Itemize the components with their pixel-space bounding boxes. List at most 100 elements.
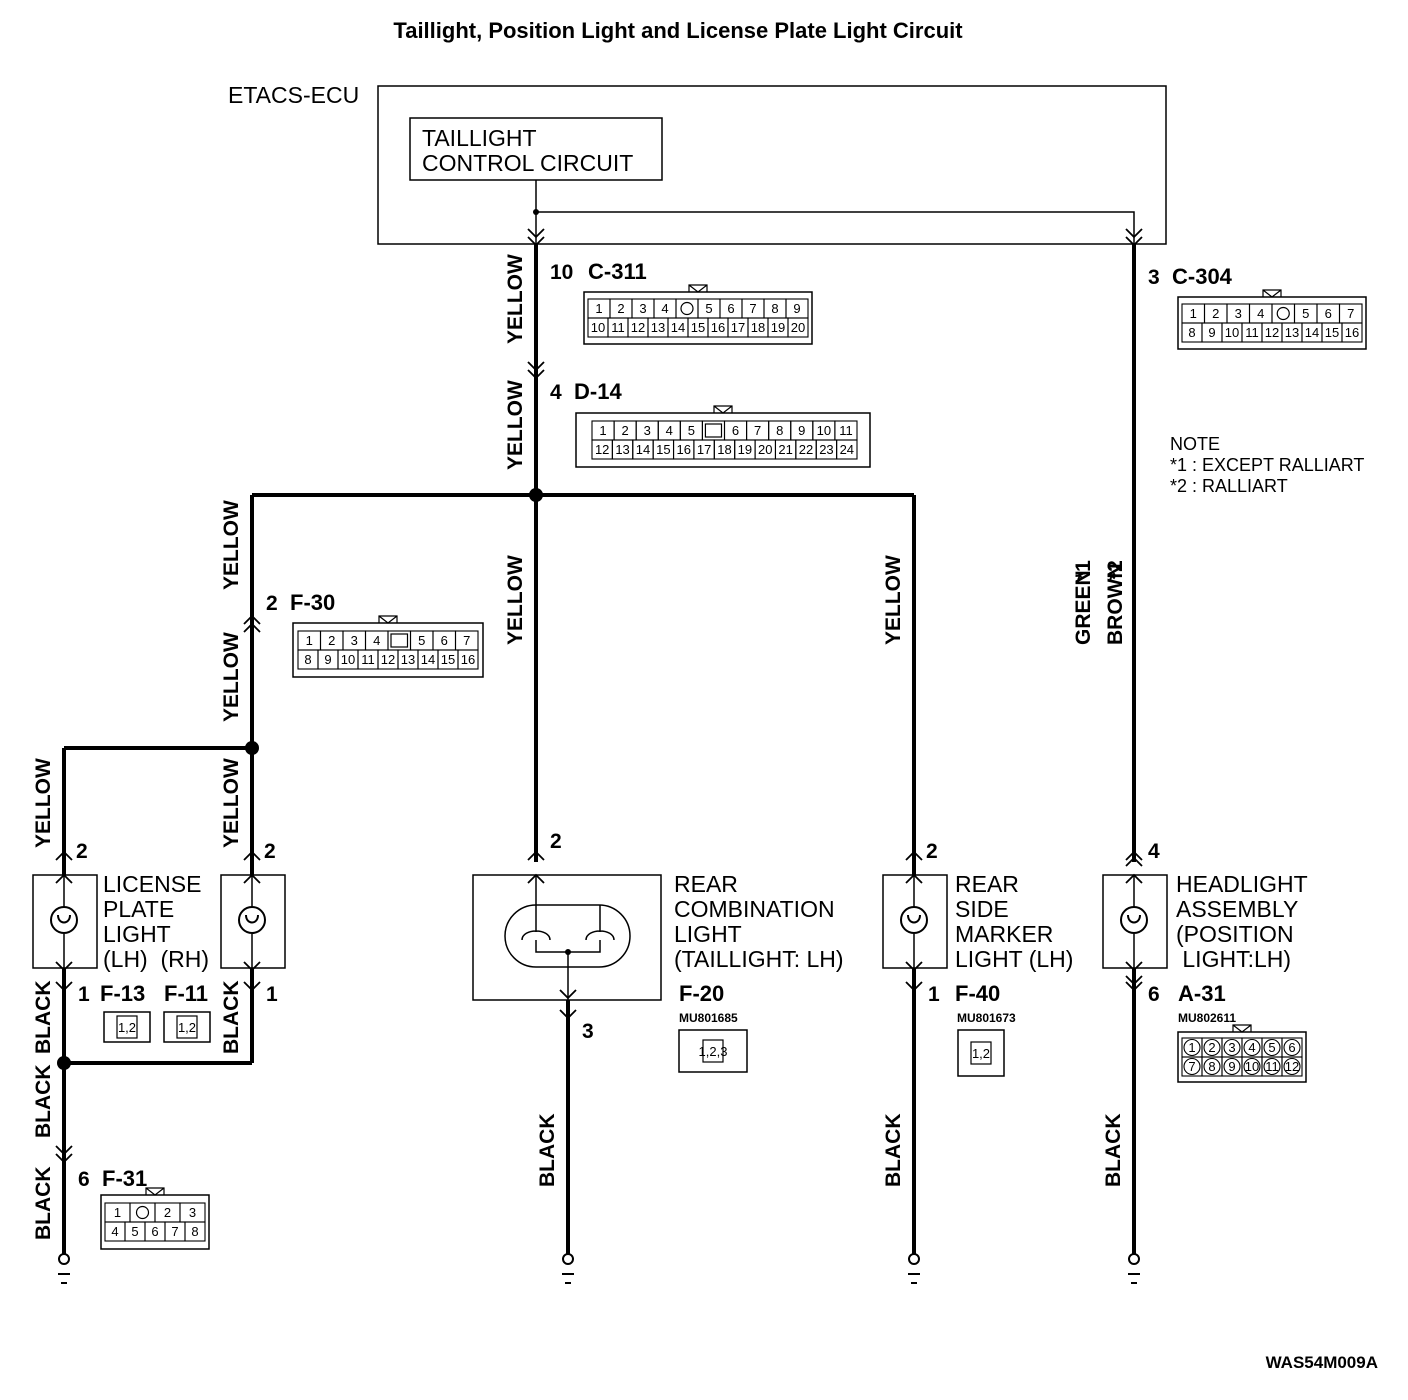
connector-pin-number: 14	[421, 652, 435, 667]
connector-pin-number: 4	[111, 1224, 118, 1239]
connector-pin-number: 5	[688, 423, 695, 438]
license-label-1: LICENSE	[103, 871, 201, 897]
connector-cell	[970, 1041, 992, 1065]
ground-symbol	[1127, 1253, 1141, 1284]
connector-pin-number: 1	[114, 1205, 121, 1220]
connector-pin-number: 1	[599, 423, 606, 438]
etacs-ecu-box	[377, 85, 1167, 245]
connector-pin-number: 5	[131, 1224, 138, 1239]
connector-pin-number: 23	[819, 442, 833, 457]
rear-combo-label-1: REAR	[674, 871, 738, 897]
license-label-3: LIGHT	[103, 921, 171, 947]
connector-pin-number: 4	[373, 633, 380, 648]
rear-combo-pin-in: 2	[550, 830, 562, 853]
connector-pin-number: 7	[749, 301, 756, 316]
connector-pin-number: 12	[631, 320, 645, 335]
connector-cell	[675, 298, 699, 319]
ground-symbol	[57, 1253, 71, 1284]
connector-pin-number: 15	[656, 442, 670, 457]
wire-label-yellow: YELLOW	[504, 254, 527, 344]
connector-lock-tab	[145, 1187, 165, 1196]
connector-pin-number: 11	[1265, 1059, 1279, 1074]
license-label-2: PLATE	[103, 896, 174, 922]
connector-pin-number: 3	[1228, 1040, 1235, 1055]
connector-pin-number: 1	[1188, 1040, 1195, 1055]
connector-key-slot	[704, 423, 723, 438]
headlight-label-4: LIGHT:LH)	[1176, 946, 1291, 972]
connector-pin-number: 3	[644, 423, 651, 438]
connector-pin-number: 10	[341, 652, 355, 667]
connector-cell	[1341, 322, 1363, 343]
connector-round-pin	[1203, 1057, 1221, 1076]
connector-f13-face: 1,2	[103, 1011, 151, 1043]
wire-label-yellow: YELLOW	[882, 555, 905, 645]
connector-pin-number: 4	[661, 301, 668, 316]
connector-round-pin	[1283, 1057, 1301, 1076]
note-line-2: *2 : RALLIART	[1170, 476, 1288, 496]
connector-pin-number: 10	[591, 320, 605, 335]
connector-pin-number: 12	[1265, 325, 1279, 340]
connector-pin-number: 6	[1325, 306, 1332, 321]
wire-label-mark1: *1	[1072, 560, 1095, 580]
connector-pin-number: 19	[771, 320, 785, 335]
connector-lock-tab	[713, 405, 733, 414]
wire-label-brown: BROWN	[1104, 563, 1127, 645]
connector-pin-number: 12	[595, 442, 609, 457]
connector-pin-number: 5	[1268, 1040, 1275, 1055]
f40-id: F-40	[955, 981, 1000, 1006]
connector-pin-number: 1,2	[972, 1046, 990, 1061]
wire-label-yellow: YELLOW	[220, 632, 243, 722]
connector-cell	[184, 1221, 206, 1242]
license-label-4: (LH) (RH)	[103, 946, 209, 972]
etacs-ecu-label: ETACS-ECU	[228, 82, 359, 108]
connector-pin-number: 22	[799, 442, 813, 457]
connector-round-pin	[1283, 1038, 1301, 1057]
connector-pin-number: 7	[463, 633, 470, 648]
connector-pin-number: 5	[1302, 306, 1309, 321]
c304-id: C-304	[1172, 264, 1233, 289]
connector-pin-number: 12	[381, 652, 395, 667]
connector-pin-number: 8	[771, 301, 778, 316]
connector-f40-face: 1,2	[957, 1029, 1005, 1077]
wire-label-yellow: YELLOW	[220, 758, 243, 848]
connector-round-pin	[1183, 1038, 1201, 1057]
diagram-title: Taillight, Position Light and License Pl…	[393, 18, 963, 43]
connector-cell	[457, 649, 479, 670]
connector-pin-number: 2	[617, 301, 624, 316]
connector-pin-number: 4	[1248, 1040, 1255, 1055]
connector-pin-number: 8	[1208, 1059, 1215, 1074]
connector-pin-number: 1	[1190, 306, 1197, 321]
harness-wires	[62, 244, 1136, 1254]
d14-pin: 4	[550, 381, 562, 404]
f20-id: F-20	[679, 981, 724, 1006]
connector-round-pin	[1243, 1038, 1261, 1057]
connector-cell	[836, 439, 858, 460]
connector-arrows	[55, 228, 1143, 1164]
license-plate-light-rh	[220, 874, 286, 969]
ground-symbol	[561, 1253, 575, 1284]
side-marker-pin-in: 2	[926, 840, 938, 863]
c304-pin: 3	[1148, 266, 1160, 289]
connector-pin-number: 9	[798, 423, 805, 438]
connector-pin-number: 11	[611, 320, 625, 335]
rear-combo-label-4: (TAILLIGHT: LH)	[674, 946, 844, 972]
connector-round-pin	[1203, 1038, 1221, 1057]
connector-cell	[702, 1039, 724, 1063]
connector-pin-number: 8	[776, 423, 783, 438]
connector-pin-number: 1,2	[118, 1020, 136, 1035]
connector-pin-number: 2	[1212, 306, 1219, 321]
headlight-label-2: ASSEMBLY	[1176, 896, 1298, 922]
control-circuit-line1: TAILLIGHT	[422, 125, 537, 151]
connector-pin-number: 6	[151, 1224, 158, 1239]
connector-f11-face: 1,2	[163, 1011, 211, 1043]
connector-pin-number: 15	[1325, 325, 1339, 340]
rear-combination-light	[472, 874, 662, 1001]
wire-color-labels: YELLOW YELLOW YELLOW YELLOW YELLOW YELLO…	[32, 254, 1127, 1240]
connector-pin-number: 2	[328, 633, 335, 648]
license-pin-out-rh: 1	[266, 983, 278, 1006]
connector-pin-number: 1,2,3	[699, 1044, 728, 1059]
connector-cell	[116, 1015, 138, 1039]
connector-lock-tab	[1232, 1024, 1252, 1033]
